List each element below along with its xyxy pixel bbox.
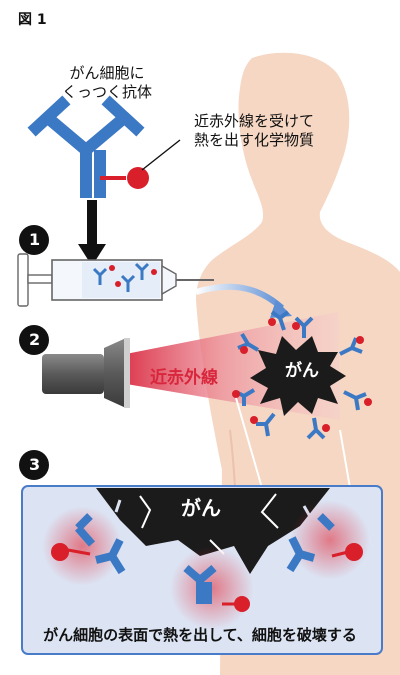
callout-line <box>141 139 181 171</box>
syringe-icon <box>17 253 214 307</box>
cancer-cell-icon <box>250 336 346 416</box>
flashlight-icon <box>42 338 130 408</box>
antibody-caption-line2: くっつく抗体 <box>62 82 153 101</box>
chemical-caption: 近赤外線を受けて 熱を出す化学物質 <box>194 112 314 150</box>
figure-label: 図 1 <box>18 12 47 28</box>
step-number-2: 2 <box>29 330 41 349</box>
step-number-3: 3 <box>29 455 41 474</box>
zoom-line-left <box>235 397 263 489</box>
step-number-1: 1 <box>29 230 41 249</box>
antibody-caption-line1: がん細胞に <box>69 64 145 82</box>
antibody-icon <box>27 95 145 198</box>
chemical-caption-line2: 熱を出す化学物質 <box>194 130 315 149</box>
zoom-antibodies <box>74 513 335 604</box>
near-infrared-label: 近赤外線 <box>150 368 218 388</box>
cancer-label: がん <box>285 361 319 381</box>
bottom-caption: がん細胞の表面で熱を出して、細胞を破壊する <box>43 626 357 644</box>
arrow-down-icon <box>78 200 106 266</box>
chemical-caption-line1: 近赤外線を受けて <box>194 112 315 130</box>
step-badge-3 <box>19 450 49 480</box>
step-badge-1 <box>19 225 49 255</box>
chemical-dot-icon <box>127 167 149 189</box>
step-badge-2 <box>19 325 49 355</box>
antibody-caption: がん細胞に くっつく抗体 <box>62 64 152 102</box>
zoom-line-right <box>339 429 351 489</box>
cancer-label-zoom: がん <box>181 496 221 520</box>
